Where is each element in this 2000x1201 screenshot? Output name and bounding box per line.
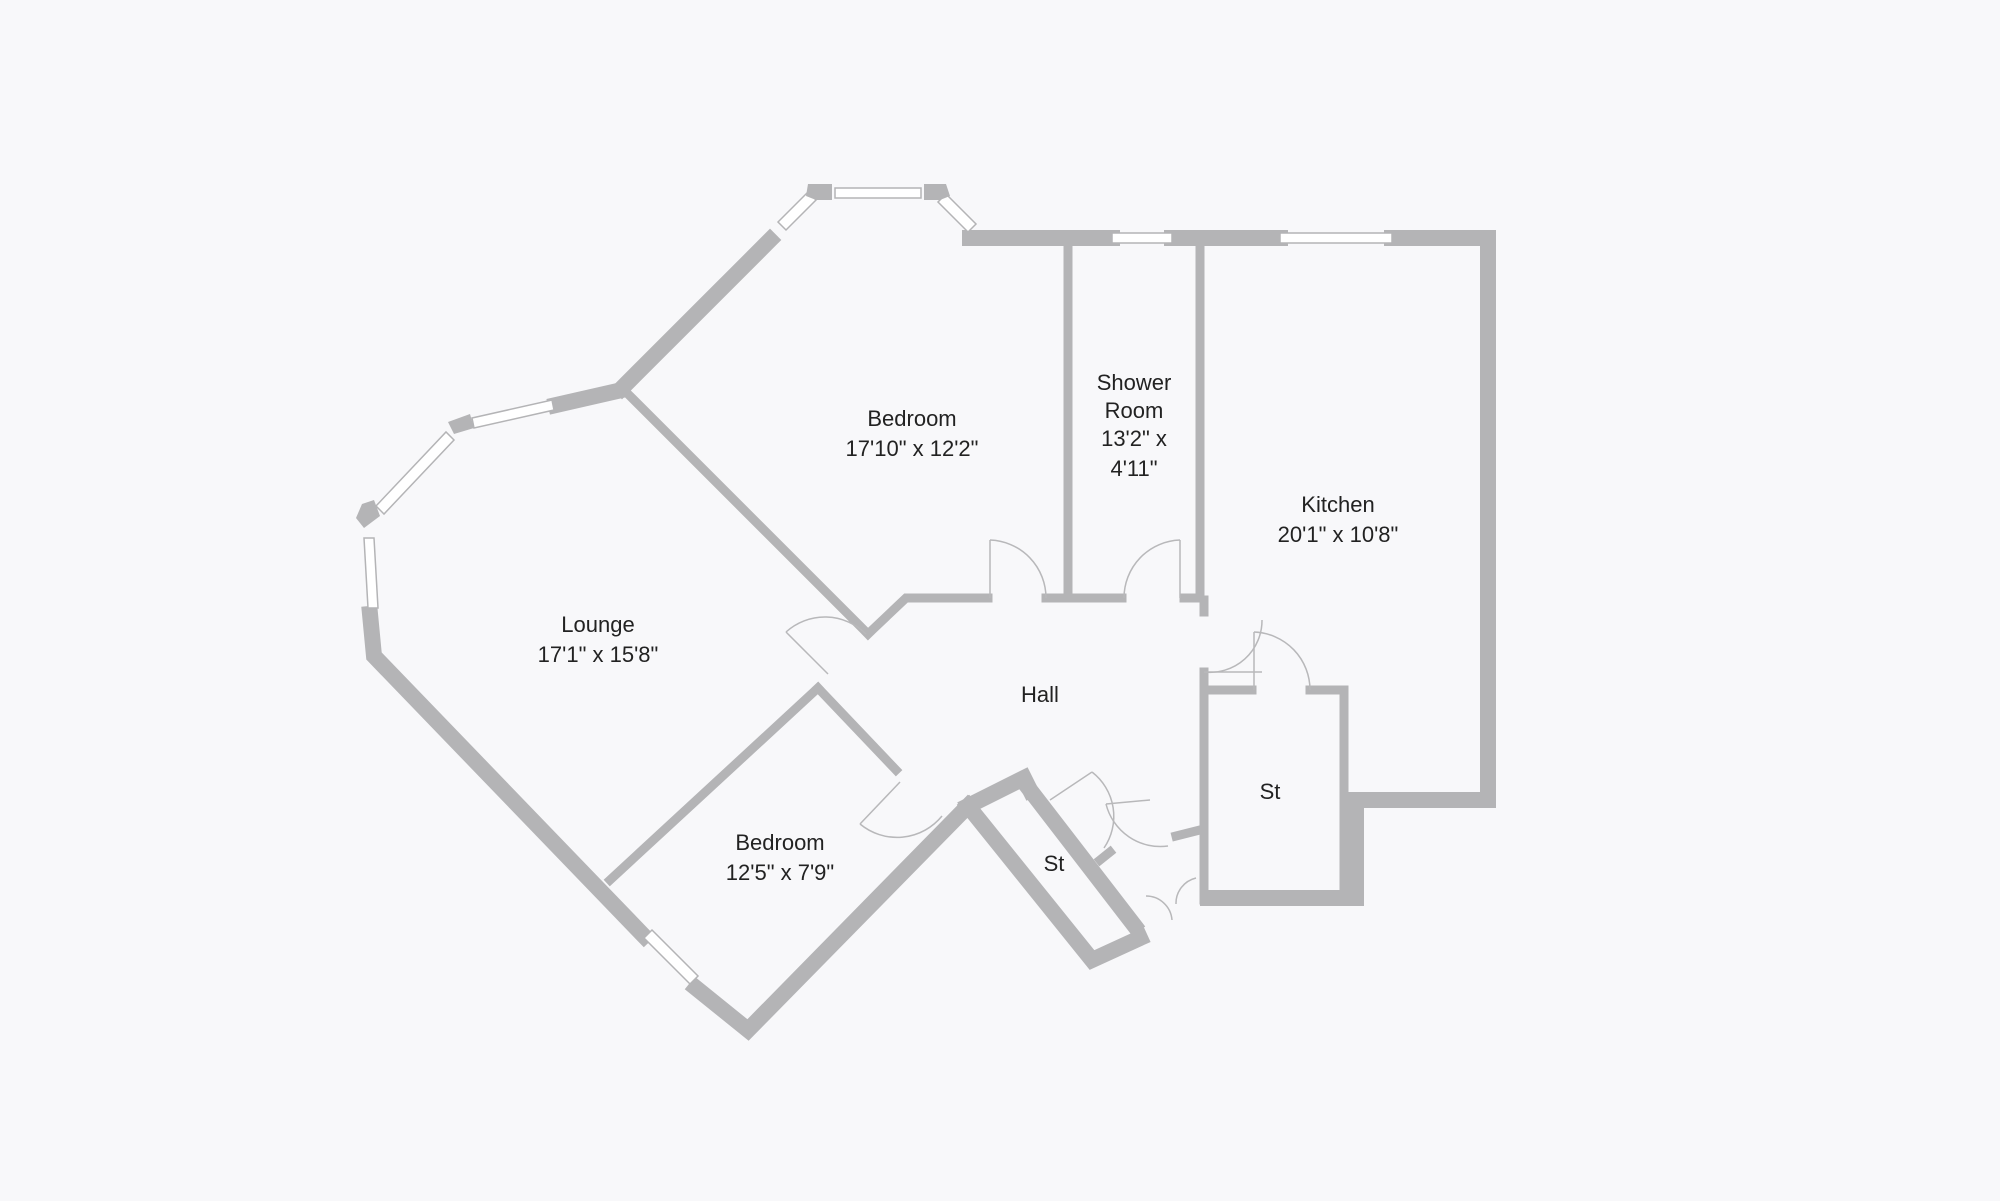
store2-top-wall-right [1305, 685, 1349, 903]
window-bedroom-bay-top [834, 187, 922, 199]
door-bedroom2-swing [859, 815, 943, 839]
interior-walls [603, 241, 1349, 905]
kitchen-outer-wall [1200, 230, 1496, 906]
room-labels: Bedroom 17'10" x 12'2" Shower Room 13'2"… [538, 370, 1399, 885]
pier-lounge-top [448, 414, 474, 434]
bedroom2-dims: 12'5" x 7'9" [726, 860, 834, 885]
door-shower-swing [1123, 539, 1181, 599]
walls [361, 228, 1496, 1041]
store1-inner-wall [1018, 778, 1146, 937]
store1-outer-wall [956, 794, 1151, 970]
window-lounge-bay [374, 430, 456, 516]
door-store1-leaf [1049, 771, 1093, 801]
door-store1-swing [1091, 771, 1115, 849]
pier-lounge-bay [356, 500, 380, 528]
bedroom1-dims: 17'10" x 12'2" [846, 436, 979, 461]
door-lounge-leaf [785, 631, 829, 675]
lounge-top-wall [546, 380, 632, 415]
doors [785, 539, 1311, 921]
kitchen-name: Kitchen [1301, 492, 1374, 517]
bedroom1-name: Bedroom [867, 406, 956, 431]
window-lounge-top [471, 399, 555, 429]
shower-name-line1: Shower [1097, 370, 1172, 395]
kitchen-dims: 20'1" x 10'8" [1278, 522, 1399, 547]
lounge-bedroom-wall [621, 387, 875, 641]
door-cupboard-swing [1105, 803, 1169, 848]
lounge-outer-wall [361, 605, 656, 948]
window-lounge-left [363, 537, 379, 609]
pier-bay-left [806, 184, 832, 200]
hall-top-wall-left [861, 593, 993, 641]
bedroom2-name: Bedroom [735, 830, 824, 855]
door-store2-swing [1253, 631, 1311, 691]
shower-name-line2: Room [1105, 398, 1164, 423]
shower-dims-line1: 13'2" x [1101, 426, 1167, 451]
shower-dims-line2: 4'11" [1110, 456, 1157, 481]
bedroom2-hall-wall [811, 681, 903, 777]
door-small-swing-left [1145, 895, 1173, 921]
bedroom-diagonal-wall [610, 228, 782, 400]
hall-name: Hall [1021, 682, 1059, 707]
door-kitchen-swing [1203, 619, 1263, 674]
store1-name: St [1044, 851, 1065, 876]
door-lounge-swing [785, 616, 867, 635]
bedroom2-outer-wall [684, 794, 980, 1041]
window-piers [356, 184, 950, 528]
window-kitchen [1279, 232, 1393, 244]
door-small-swing-right [1175, 877, 1197, 905]
door-cupboard-leaf [1105, 799, 1151, 805]
store1-door-wall [1093, 845, 1117, 867]
window-bedroom2 [642, 928, 700, 986]
store2-name: St [1260, 779, 1281, 804]
hall-store-wall [1170, 824, 1206, 842]
door-bedroom1-swing [989, 539, 1047, 599]
pier-bay-right [924, 184, 950, 200]
lounge-name: Lounge [561, 612, 634, 637]
lounge-bedroom2-wall [603, 681, 825, 887]
door-bedroom2-leaf [859, 781, 901, 825]
windows [363, 187, 1393, 986]
lounge-dims: 17'1" x 15'8" [538, 642, 659, 667]
window-shower [1111, 232, 1173, 244]
